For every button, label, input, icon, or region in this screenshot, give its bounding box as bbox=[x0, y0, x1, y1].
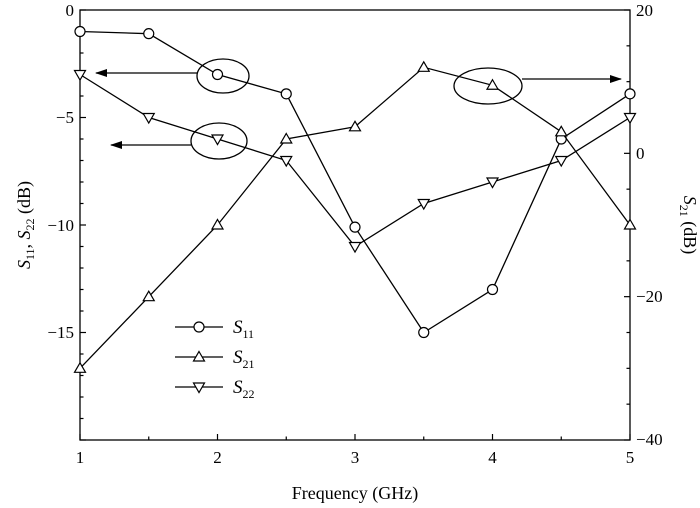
data-point-s21 bbox=[417, 60, 431, 72]
x-tick-label: 3 bbox=[351, 448, 360, 467]
legend-marker-s11 bbox=[193, 321, 205, 333]
data-point-s22 bbox=[485, 177, 500, 189]
series-line-s11 bbox=[79, 30, 631, 334]
annotation-ellipse-s22 bbox=[190, 122, 248, 160]
y-left-tick-label: 0 bbox=[66, 1, 75, 20]
data-point-s22 bbox=[73, 69, 87, 82]
x-tick-label: 1 bbox=[76, 448, 85, 467]
annotation-s11 bbox=[95, 58, 250, 94]
legend-label-s11: S11 bbox=[233, 317, 254, 341]
data-point-s22 bbox=[279, 155, 293, 168]
y-right-tick-label: −40 bbox=[636, 430, 663, 449]
legend-label-s22: S22 bbox=[233, 377, 255, 401]
data-point-s22 bbox=[623, 112, 637, 125]
series-line-s21 bbox=[79, 66, 631, 369]
x-tick-label: 4 bbox=[488, 448, 497, 467]
y-right-tick-label: 20 bbox=[636, 1, 653, 20]
data-point-s11 bbox=[486, 283, 499, 296]
data-point-s22 bbox=[417, 198, 431, 211]
y-left-tick-label: −15 bbox=[47, 323, 74, 342]
y-right-tick-label: −20 bbox=[636, 287, 663, 306]
data-point-s11 bbox=[418, 326, 430, 339]
data-point-s11 bbox=[349, 221, 361, 233]
data-point-s11 bbox=[211, 68, 224, 81]
data-point-s22 bbox=[348, 241, 362, 254]
data-point-s21 bbox=[279, 132, 293, 144]
legend-marker-s22 bbox=[192, 382, 206, 394]
data-point-s21 bbox=[142, 289, 156, 302]
series-line-s22 bbox=[79, 73, 631, 248]
x-axis-label: Frequency (GHz) bbox=[292, 483, 418, 504]
data-point-s21 bbox=[485, 78, 500, 90]
y-left-tick-label: −10 bbox=[47, 216, 74, 235]
legend: S11 S21 S22 bbox=[175, 317, 255, 401]
legend-marker-s21 bbox=[192, 350, 206, 362]
data-point-s22 bbox=[210, 134, 225, 146]
data-point-s22 bbox=[554, 155, 568, 168]
data-point-s21 bbox=[348, 120, 362, 132]
annotation-s21 bbox=[453, 67, 622, 105]
data-point-s11 bbox=[280, 88, 292, 100]
data-point-s21 bbox=[623, 218, 637, 230]
annotation-ellipse-s11 bbox=[196, 58, 250, 94]
annotation-ellipse-s21 bbox=[453, 67, 523, 105]
y-left-tick-label: −5 bbox=[56, 108, 74, 127]
data-point-s11 bbox=[624, 88, 636, 100]
data-point-s21 bbox=[73, 361, 87, 373]
data-point-s11 bbox=[74, 25, 86, 38]
series-layer bbox=[73, 25, 637, 373]
data-point-s22 bbox=[142, 112, 156, 125]
data-point-s11 bbox=[143, 28, 155, 40]
y-right-axis-label: S21 (dB) bbox=[677, 196, 700, 255]
data-point-s21 bbox=[554, 125, 568, 137]
y-left-axis-label: S11, S22 (dB) bbox=[14, 181, 37, 269]
x-tick-label: 5 bbox=[626, 448, 635, 467]
y-right-tick-label: 0 bbox=[636, 144, 645, 163]
data-point-s21 bbox=[210, 218, 225, 230]
x-tick-label: 2 bbox=[213, 448, 222, 467]
legend-label-s21: S21 bbox=[233, 347, 255, 371]
annotation-s22 bbox=[110, 122, 248, 160]
